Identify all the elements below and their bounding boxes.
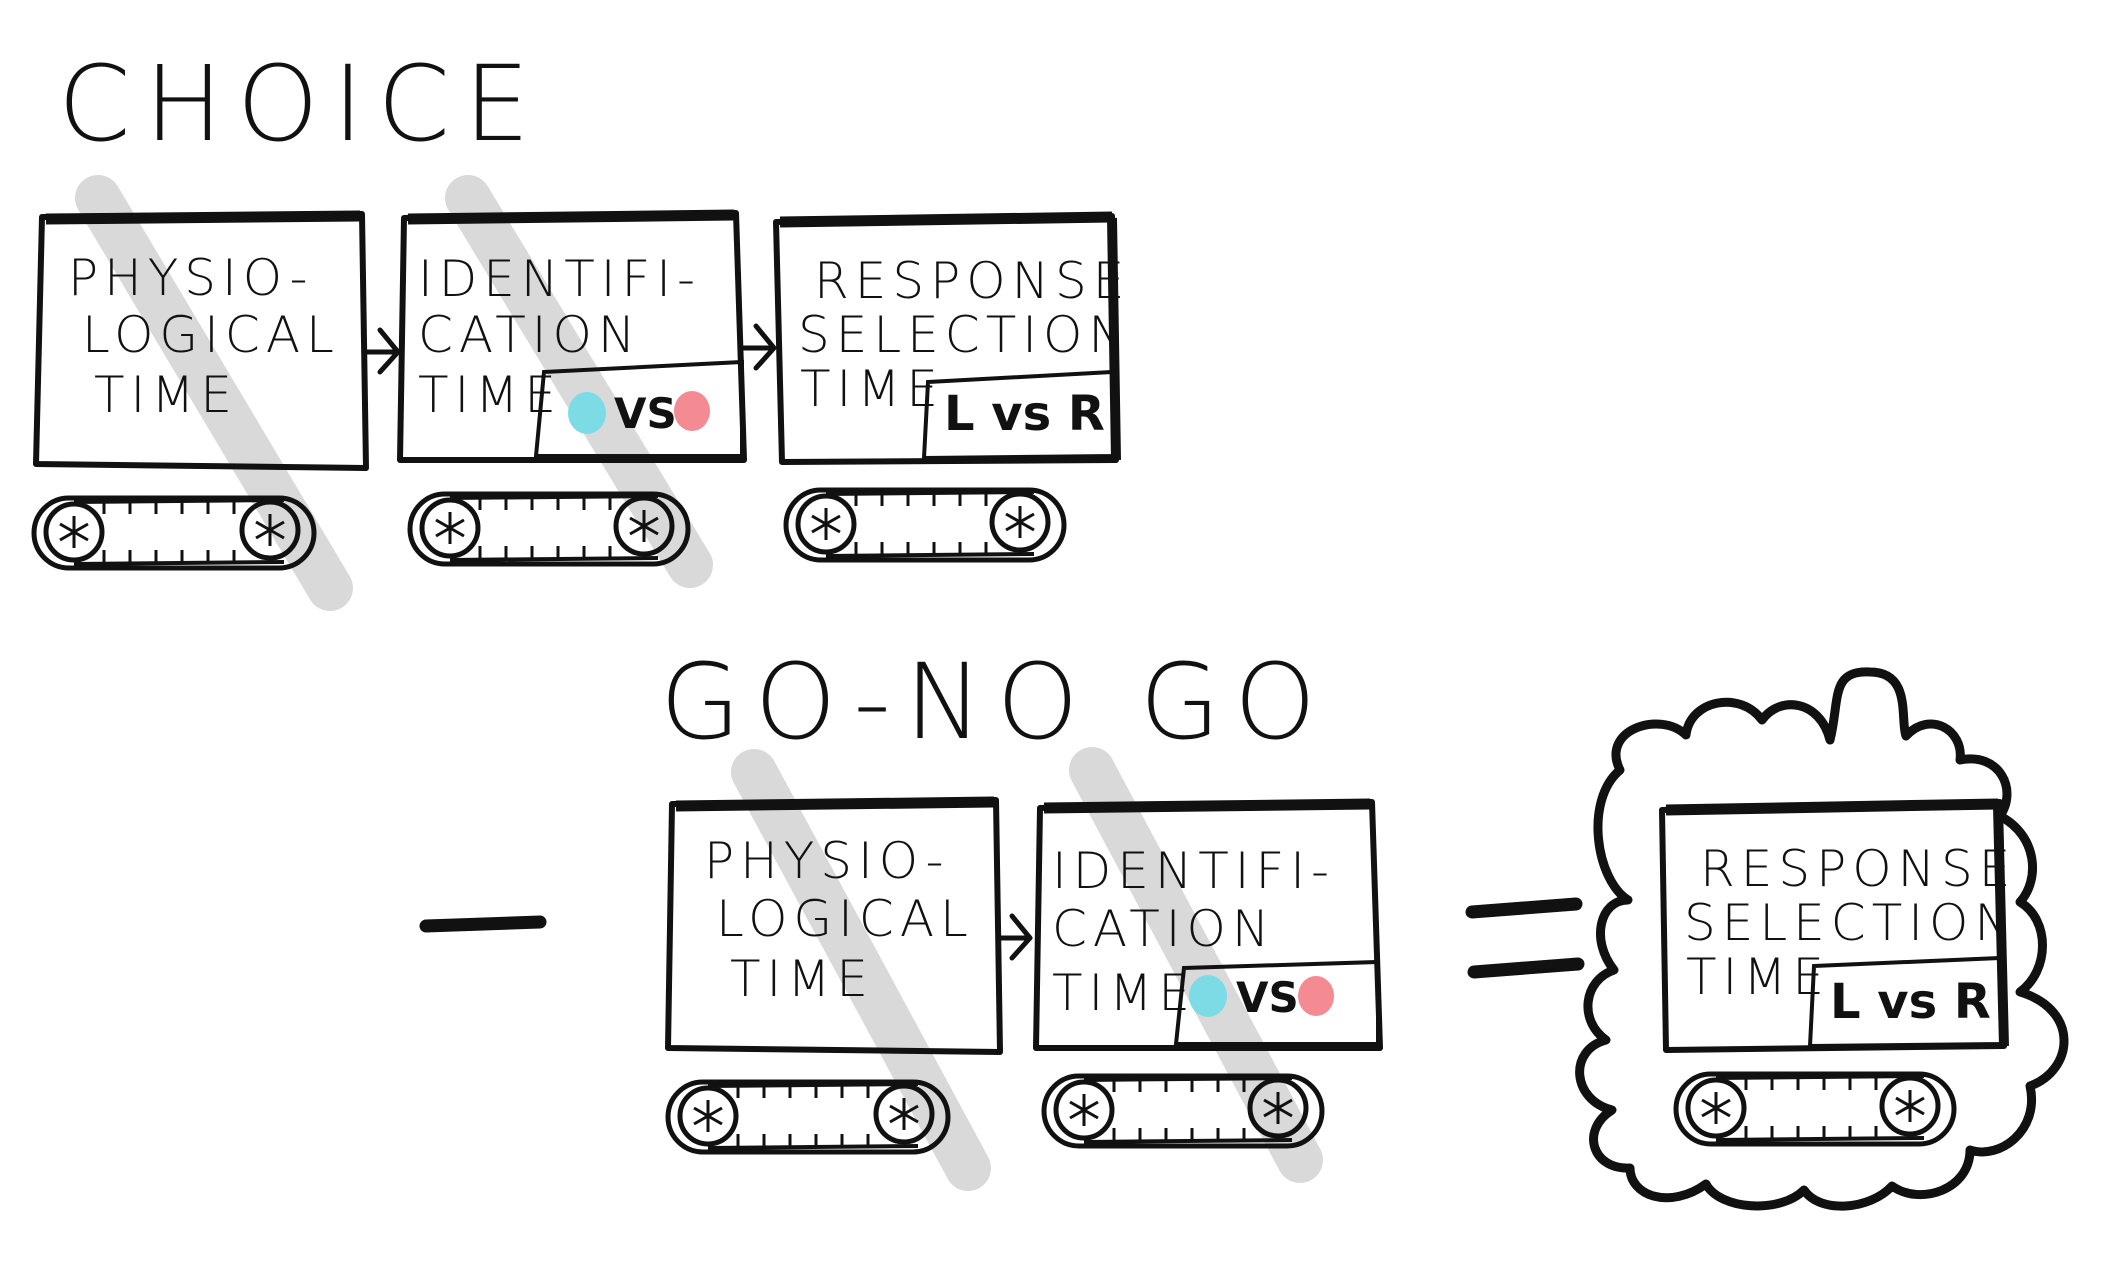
conveyor-belt-icon (1041, 1073, 1325, 1149)
stage-label-line: IDENTIFI- (418, 250, 701, 308)
thought-cloud-icon (1575, 667, 2069, 1211)
stage-label-line: PHYSIO- (704, 832, 950, 890)
highlight-stroke (1069, 747, 1323, 1183)
l-vs-r-label: L vs R (944, 386, 1105, 442)
response-inset: L vs R (1807, 955, 2005, 1049)
stimulus-inset: VS (1173, 959, 1380, 1046)
highlight-stroke (731, 749, 991, 1191)
l-vs-r-label: L vs R (1830, 974, 1991, 1030)
stage-label-line: TIME (1052, 964, 1196, 1022)
stage-box-response-bottom: RESPONSE SELECTION TIME L vs R (1659, 798, 2018, 1053)
right-arrow-icon (741, 323, 777, 371)
stage-box-response-top: RESPONSE SELECTION TIME L vs R (773, 211, 1132, 465)
pink-dot-icon (674, 391, 710, 431)
response-inset: L vs R (921, 369, 1117, 461)
stage-label-line: TIME (1686, 948, 1830, 1006)
stage-label-line: SELECTION (1684, 894, 2018, 952)
stage-label-line: TIME (94, 366, 238, 424)
stage-label-line: CATION (1052, 900, 1275, 958)
conveyor-belt-icon (1673, 1071, 1957, 1147)
minus-sign-icon (419, 915, 547, 933)
pink-dot-icon (1298, 976, 1334, 1016)
stage-label-line: RESPONSE (814, 252, 1130, 310)
choice-title: CHOICE (58, 43, 544, 165)
vs-label: VS (1236, 973, 1299, 1022)
stage-label-line: LOGICAL (82, 306, 340, 364)
right-arrow-icon (997, 913, 1033, 961)
stage-label-line: LOGICAL (716, 890, 974, 948)
stage-label-line: TIME (730, 950, 874, 1008)
vs-label: VS (614, 389, 677, 438)
cyan-dot-icon (1189, 975, 1227, 1017)
stage-label-line: PHYSIO- (68, 249, 314, 307)
stage-label-line: IDENTIFI- (1052, 842, 1335, 900)
equals-sign-icon (1465, 897, 1585, 979)
go-no-go-title: GO-NO GO (660, 641, 1330, 763)
stage-label-line: TIME (418, 366, 562, 424)
stage-box-identification-bottom: IDENTIFI- CATION TIME VS (1033, 798, 1383, 1051)
stage-box-identification-top: IDENTIFI- CATION TIME VS (397, 209, 747, 463)
conveyor-belt-icon (31, 495, 317, 571)
stage-label-line: CATION (418, 306, 641, 364)
stimulus-inset: VS (533, 359, 744, 458)
highlight-stroke (75, 175, 353, 611)
highlight-stroke (445, 175, 713, 588)
right-arrow-icon (363, 327, 401, 375)
conveyor-belt-icon (407, 491, 691, 567)
stage-label-line: TIME (800, 360, 944, 418)
conveyor-belt-icon (665, 1079, 951, 1155)
stage-box-physio-top: PHYSIO- LOGICAL TIME (33, 210, 369, 471)
conveyor-belt-icon (783, 487, 1067, 563)
cyan-dot-icon (568, 392, 606, 434)
stage-label-line: RESPONSE (1700, 840, 2016, 898)
stage-box-physio-bottom: PHYSIO- LOGICAL TIME (665, 796, 1003, 1055)
stage-label-line: SELECTION (798, 306, 1132, 364)
